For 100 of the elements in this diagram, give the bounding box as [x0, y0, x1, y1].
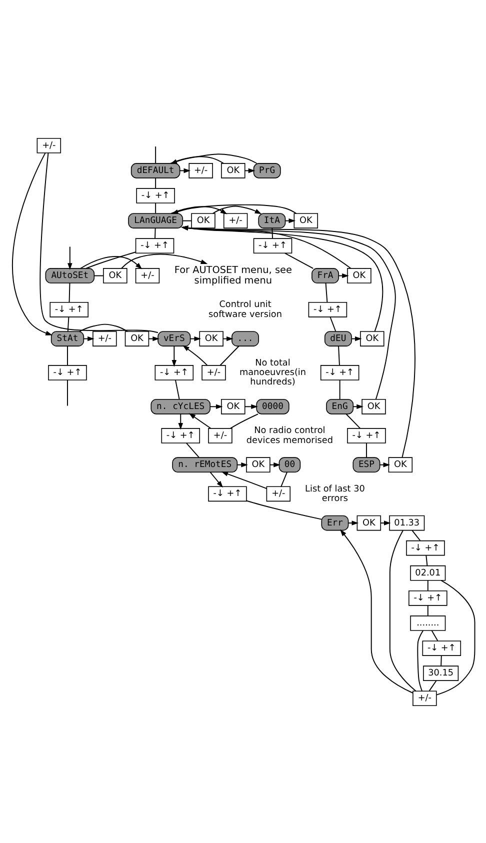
connector: [411, 529, 420, 540]
connector: [154, 227, 156, 238]
connector: [426, 580, 428, 591]
connector: [338, 379, 340, 400]
node-box: OK: [220, 162, 245, 178]
connector: [93, 274, 104, 276]
node-box: PrG: [252, 162, 280, 178]
connector: [440, 654, 442, 666]
arrow: [120, 253, 208, 268]
node-box: FrA: [311, 268, 338, 283]
node-box: n. cYcLES: [150, 398, 210, 414]
node-box: OK: [198, 330, 223, 346]
node-box: AUtoSEt: [44, 268, 94, 283]
arrow: [12, 152, 52, 335]
node-box: EnG: [326, 398, 354, 414]
node-box: -↓ +↑: [408, 590, 447, 606]
node-box: OK: [246, 456, 270, 472]
arrow: [379, 462, 390, 467]
node-text: For AUTOSET menu, see simplified menu: [174, 264, 292, 286]
connector: [428, 680, 436, 691]
node-box: -↓ +↑: [208, 486, 246, 502]
connector: [271, 227, 272, 238]
arrow: [380, 520, 390, 525]
arrow: [340, 528, 413, 693]
node-box: OK: [361, 398, 386, 414]
connector: [416, 630, 424, 692]
node-box: OK: [124, 330, 149, 346]
node-box: +/-: [188, 162, 212, 178]
node-label: No total manoeuvres(in hundreds): [238, 358, 306, 388]
node-box: OK: [360, 330, 384, 346]
node-box: OK: [388, 456, 412, 472]
connector: [284, 252, 314, 268]
node-box: 0000: [256, 398, 289, 414]
connector: [39, 152, 158, 333]
node-box: ...: [231, 330, 258, 346]
connector: [280, 471, 287, 486]
connector: [170, 156, 224, 164]
arrow: [170, 204, 296, 214]
node-box: +/-: [92, 330, 116, 346]
connector: [182, 220, 192, 221]
arrow: [82, 336, 94, 341]
node-box: ESP: [352, 456, 380, 472]
connector: [436, 580, 475, 695]
node-box: -↓ +↑: [160, 428, 200, 443]
connector: [154, 177, 156, 188]
node-box: LAnGUAGE: [128, 212, 183, 228]
arrow: [244, 168, 255, 173]
connector: [219, 345, 239, 366]
connector: [230, 413, 258, 428]
arrow: [212, 205, 262, 214]
connector: [174, 379, 180, 400]
arrow: [171, 345, 176, 366]
node-box: OK: [356, 514, 381, 530]
connector: [388, 529, 416, 692]
connector: [66, 316, 69, 332]
node-box: +/-: [36, 137, 61, 153]
connector: [329, 316, 336, 332]
arrow: [350, 336, 362, 341]
node-label: List of last 30 errors: [304, 484, 364, 504]
node-box: StAt: [50, 330, 84, 346]
node-box: OK: [190, 212, 215, 228]
node-box: -↓ +↑: [48, 364, 86, 380]
node-box: OK: [293, 212, 318, 228]
arrow: [348, 520, 358, 525]
connector: [68, 282, 70, 302]
node-box: -↓ +↑: [136, 188, 174, 203]
node-box: +/-: [222, 212, 248, 228]
arrow: [67, 246, 72, 270]
arrow: [148, 336, 159, 341]
connector: [425, 554, 428, 566]
connector: [338, 345, 340, 366]
connector: [246, 500, 322, 520]
connector: [345, 413, 360, 428]
arrow: [180, 225, 383, 332]
node-box: 00: [278, 456, 300, 472]
node-box: ........: [410, 615, 446, 630]
node-box: -↓ +↑: [252, 238, 292, 254]
connector: [66, 379, 68, 406]
node-box: -↓ +↑: [346, 428, 386, 443]
node-box: -↓ +↑: [406, 540, 444, 556]
arrow: [220, 471, 267, 489]
arrow: [236, 462, 248, 467]
node-box: -↓ +↑: [154, 364, 194, 380]
node-box: +/-: [412, 690, 436, 706]
arrow: [180, 225, 415, 458]
arrow: [178, 413, 182, 430]
node-box: +/-: [266, 486, 290, 502]
connector: [324, 282, 328, 302]
node-box: 01.33: [388, 514, 424, 530]
node-label: Control unit software version: [208, 300, 282, 320]
connector: [85, 251, 136, 268]
node-box: OK: [346, 268, 371, 283]
arrow: [80, 256, 142, 269]
node-box: ItA: [258, 212, 286, 228]
arrow: [180, 225, 351, 268]
connector: [154, 202, 156, 214]
node-box: OK: [220, 398, 245, 414]
connector: [78, 323, 128, 332]
node-box: 02.01: [410, 564, 446, 580]
node-box: dEFAULt: [130, 162, 180, 178]
